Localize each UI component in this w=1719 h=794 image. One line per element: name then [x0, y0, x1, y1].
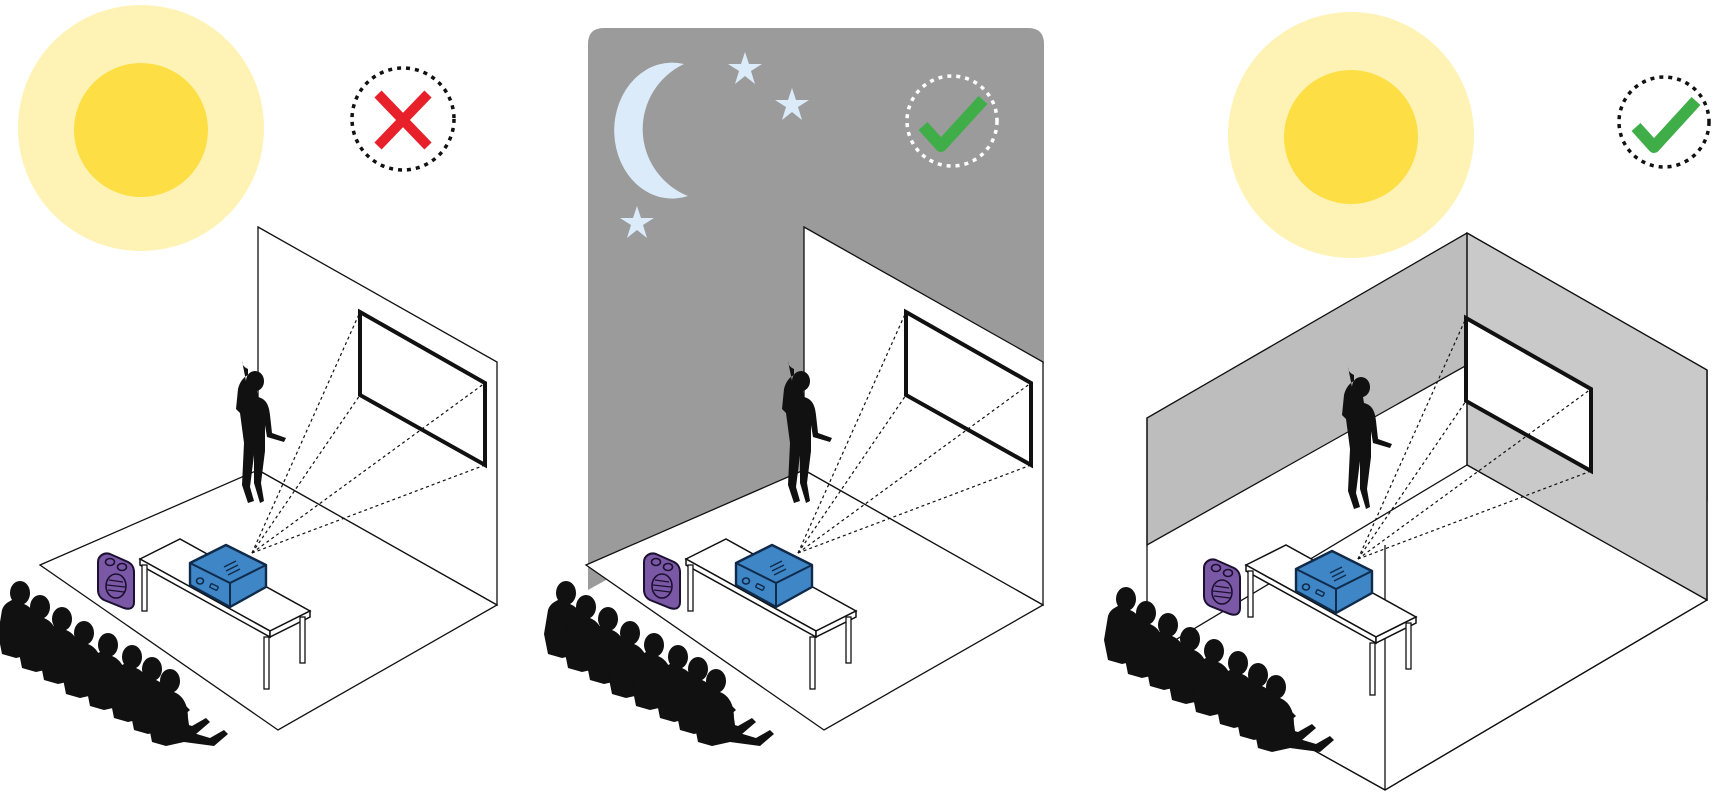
panel-night-open-room	[544, 28, 1044, 746]
sun-icon	[1228, 12, 1474, 258]
sun-icon	[18, 5, 264, 251]
panel-daylight-open-room	[0, 5, 497, 746]
room-scene	[1104, 233, 1707, 790]
panel-daylight-closed-room	[1104, 12, 1709, 790]
check-icon	[1619, 77, 1709, 167]
cross-icon	[352, 68, 454, 170]
room-scene	[0, 227, 497, 746]
